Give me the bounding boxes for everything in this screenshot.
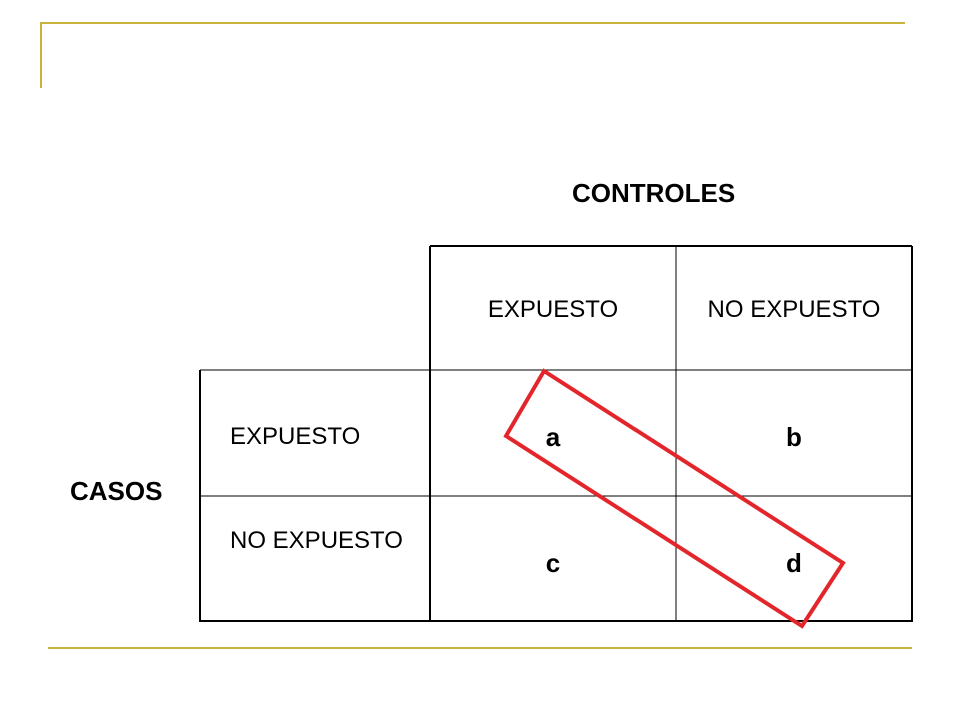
cell-a: a xyxy=(545,422,561,452)
cell-b: b xyxy=(786,422,802,452)
row-header-expuesto: EXPUESTO xyxy=(230,423,361,450)
row-header-no-expuesto: NO EXPUESTO xyxy=(230,527,403,554)
columns-title: CONTROLES xyxy=(572,178,736,208)
left-accent-line xyxy=(40,22,42,88)
diagonal-highlight-box xyxy=(503,368,846,629)
top-accent-line xyxy=(40,22,905,24)
rows-title: CASOS xyxy=(70,476,163,506)
col-header-expuesto: EXPUESTO xyxy=(487,296,619,323)
cell-d: d xyxy=(786,548,802,578)
cell-c: c xyxy=(545,548,561,578)
col-header-no-expuesto: NO EXPUESTO xyxy=(707,296,881,323)
bottom-accent-line xyxy=(48,647,912,649)
